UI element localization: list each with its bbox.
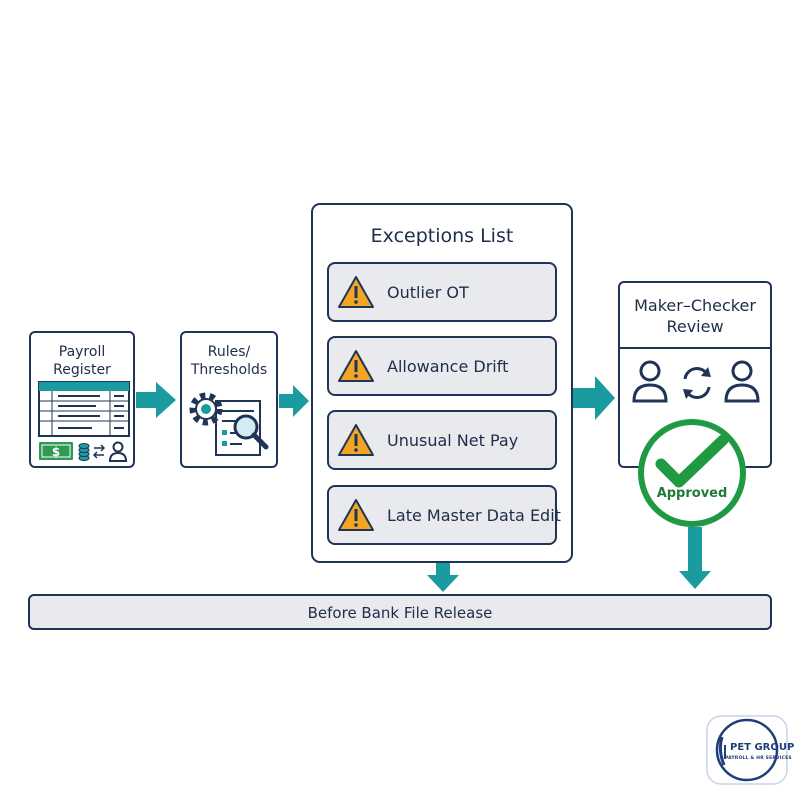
svg-text:$: $	[52, 445, 60, 459]
swap-icon	[92, 444, 106, 459]
exceptions-list-box: Exceptions List Outlier OT Allowance Dri…	[311, 203, 573, 563]
magnifier-icon	[233, 414, 269, 450]
flow-arrow-3	[573, 376, 615, 420]
user-icon	[632, 360, 668, 403]
exceptions-list-title: Exceptions List	[370, 225, 514, 247]
logo-name: PET GROUP	[730, 742, 795, 753]
coins-icon	[78, 443, 90, 461]
payroll-register-label: Payroll Register	[53, 344, 111, 378]
rules-thresholds-label: Rules/ Thresholds	[190, 344, 268, 378]
payroll-tools-icons: $	[39, 441, 128, 462]
exception-item: Outlier OT	[327, 262, 557, 322]
warning-icon	[338, 499, 374, 531]
money-icon: $	[39, 442, 73, 460]
down-arrow-approved	[679, 527, 711, 589]
warning-icon	[338, 424, 374, 456]
exception-item: Late Master Data Edit	[327, 485, 561, 545]
checkmark-icon	[655, 434, 729, 488]
rules-thresholds-box: Rules/ Thresholds	[180, 331, 278, 468]
logo-tagline: PAYROLL & HR SERVICES	[725, 756, 792, 761]
approved-badge	[638, 419, 746, 527]
exception-item: Unusual Net Pay	[327, 410, 557, 470]
warning-icon	[338, 276, 374, 308]
down-arrow-exceptions	[427, 563, 459, 592]
gear-icon	[189, 392, 223, 426]
exception-item: Allowance Drift	[327, 336, 557, 396]
approved-label: Approved	[656, 486, 728, 501]
review-people-icons	[632, 360, 760, 403]
user-icon	[108, 441, 128, 462]
exception-label: Unusual Net Pay	[387, 431, 519, 450]
pet-group-logo	[706, 715, 788, 785]
flow-arrow-2	[279, 385, 309, 417]
bank-file-release-bar: Before Bank File Release	[28, 594, 772, 630]
exception-label: Outlier OT	[387, 283, 469, 302]
rules-icon	[189, 392, 269, 456]
exception-label: Late Master Data Edit	[387, 506, 561, 525]
warning-icon	[338, 350, 374, 382]
review-divider	[620, 347, 770, 349]
bank-file-release-label: Before Bank File Release	[307, 604, 493, 622]
user-icon	[724, 360, 760, 403]
spreadsheet-icon	[38, 381, 130, 437]
payroll-register-box: Payroll Register $	[29, 331, 135, 468]
exception-label: Allowance Drift	[387, 357, 509, 376]
flow-arrow-1	[136, 382, 176, 418]
refresh-icon	[683, 367, 711, 399]
maker-checker-review-label: Maker–Checker Review	[634, 296, 756, 336]
